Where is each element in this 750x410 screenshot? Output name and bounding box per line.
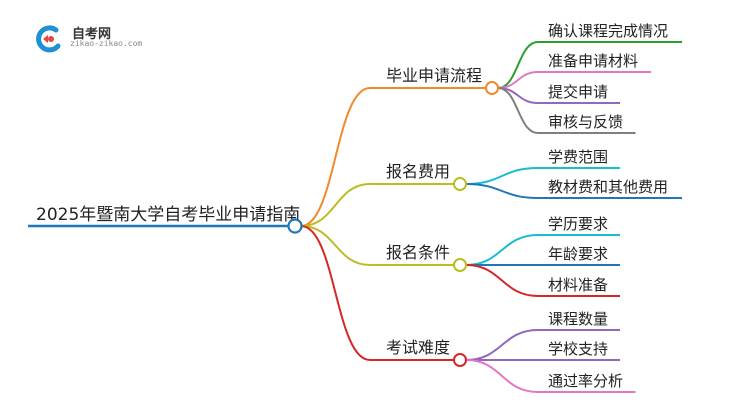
logo-name: 自考网: [72, 27, 112, 42]
leaf-label: 学校支持: [548, 340, 608, 358]
branch-label: 毕业申请流程: [386, 66, 482, 85]
logo-icon: [36, 25, 61, 53]
branch-label: 考试难度: [386, 338, 450, 357]
leaf-label: 课程数量: [548, 310, 608, 328]
branch-connector: [300, 183, 371, 227]
leaf-connector: [465, 167, 539, 185]
leaf-label: 准备申请材料: [548, 52, 638, 70]
branch-node: [453, 353, 467, 367]
branch-node: [485, 81, 499, 95]
leaf-connector: [465, 234, 539, 266]
branch-label: 报名条件: [386, 243, 450, 262]
branch-node: [453, 177, 467, 191]
branch-connector: [300, 225, 371, 266]
leaf-label: 确认课程完成情况: [548, 22, 668, 40]
leaf-label: 学历要求: [548, 215, 608, 233]
logo-url: zikao-zikao.com: [70, 39, 143, 48]
branch-node: [453, 258, 467, 272]
root-label: 2025年暨南大学自考毕业申请指南: [36, 205, 300, 225]
leaf-label: 提交申请: [548, 83, 608, 101]
leaf-label: 年龄要求: [548, 245, 608, 263]
site-logo[interactable]: 自考网 zikao-zikao.com: [34, 22, 174, 56]
leaf-connector: [465, 183, 539, 199]
leaf-label: 教材费和其他费用: [548, 178, 668, 196]
leaf-label: 材料准备: [548, 276, 608, 294]
leaf-label: 通过率分析: [548, 372, 623, 390]
leaf-label: 审核与反馈: [548, 113, 623, 131]
branch-connector: [300, 87, 371, 227]
leaf-connector: [465, 329, 539, 361]
branch-connector: [300, 225, 371, 361]
leaf-label: 学费范围: [548, 148, 608, 166]
root-node: [287, 218, 303, 234]
leaf-connector: [465, 359, 539, 393]
leaf-connector: [497, 87, 539, 134]
leaf-connector: [465, 264, 539, 297]
branch-label: 报名费用: [386, 162, 450, 181]
